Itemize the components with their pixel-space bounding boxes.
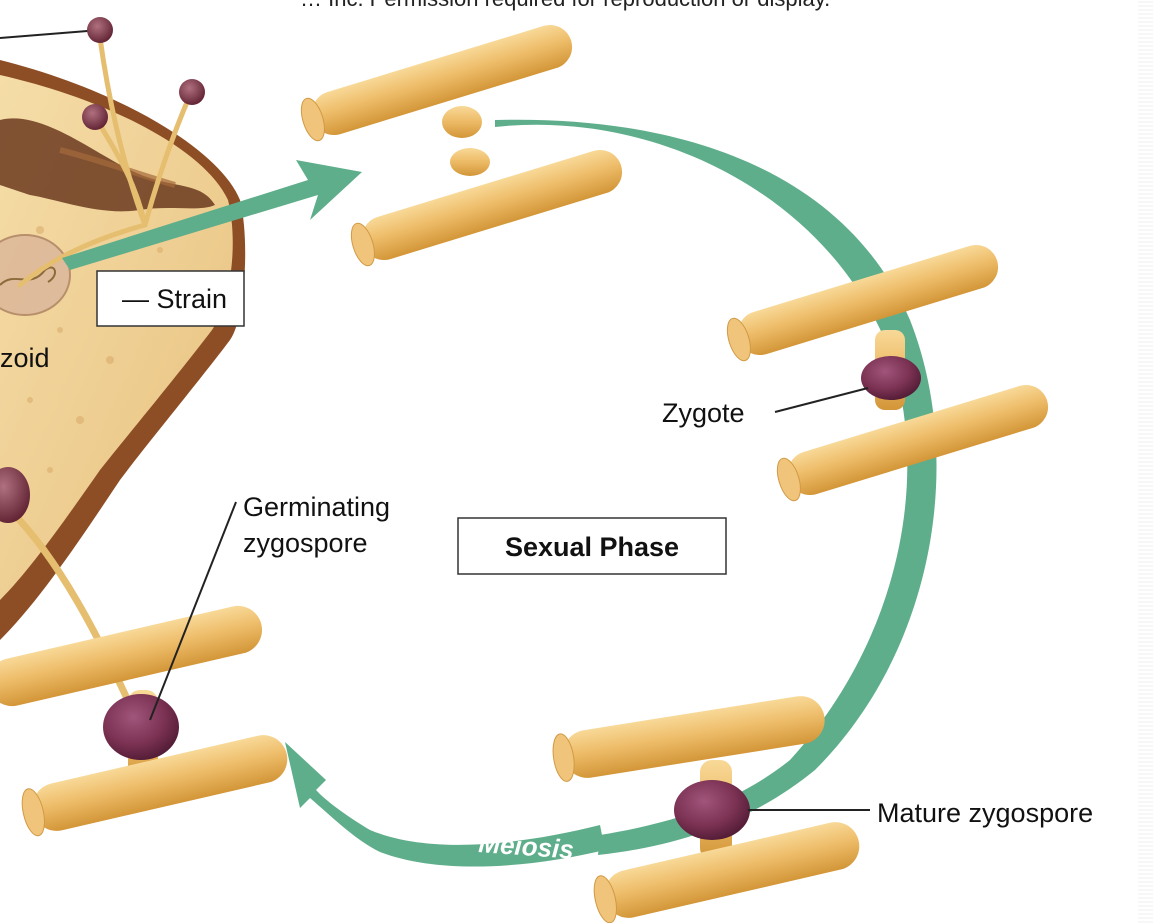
copyright-caption: … Inc. Permission required for reproduct…	[300, 0, 830, 11]
sexual-phase-box: Sexual Phase	[458, 518, 726, 574]
zygote-label: Zygote	[662, 398, 745, 428]
germinating-label-line1: Germinating	[243, 492, 390, 522]
mature-zygospore	[674, 780, 750, 840]
zygote	[861, 356, 921, 400]
sexual-phase-label: Sexual Phase	[505, 532, 679, 562]
sporangium-leader-line	[0, 30, 100, 38]
hypha-pair-progametangia	[297, 19, 628, 268]
mature-zygospore-label: Mature zygospore	[877, 798, 1093, 828]
strain-label: — Strain	[122, 284, 227, 314]
germinating-label-line2: zygospore	[243, 528, 368, 558]
zygote-leader-line	[775, 388, 868, 412]
strain-label-box: — Strain	[97, 271, 244, 326]
hypha-pair-germinating-zygospore	[0, 601, 292, 838]
sporangia	[82, 17, 205, 130]
page-edge	[1138, 0, 1153, 923]
germinating-zygospore	[103, 694, 179, 760]
hypha-pair-mature-zygospore	[550, 693, 864, 923]
rhizoid-label: zoid	[0, 343, 50, 373]
hypha-pair-zygote	[723, 239, 1054, 503]
